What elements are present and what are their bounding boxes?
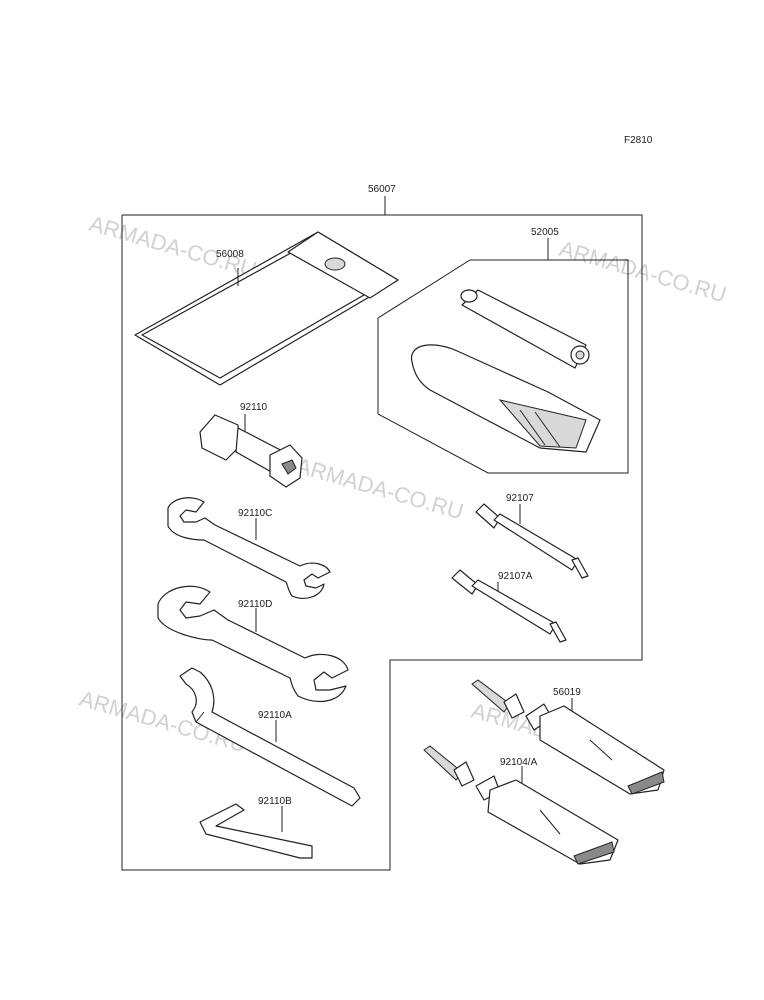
watermarks: ARMADA-CO.RU ARMADA-CO.RU ARMADA-CO.RU A… bbox=[77, 211, 730, 770]
tool-bag bbox=[134, 231, 399, 386]
watermark-3: ARMADA-CO.RU bbox=[294, 453, 467, 525]
open-end-wrench-small bbox=[167, 497, 331, 599]
watermark-1: ARMADA-CO.RU bbox=[87, 211, 260, 283]
watermark-2: ARMADA-CO.RU bbox=[557, 236, 730, 308]
kit-outline bbox=[121, 196, 643, 871]
hex-key bbox=[199, 803, 313, 859]
part-label-92110b: 92110B bbox=[258, 796, 292, 807]
part-label-92110c: 92110C bbox=[238, 508, 272, 519]
open-end-wrench-large bbox=[157, 585, 349, 703]
figure-code: F2810 bbox=[624, 135, 653, 146]
part-label-92104a: 92104/A bbox=[500, 757, 538, 768]
part-label-92110d: 92110D bbox=[238, 599, 272, 610]
tire-repair-kit bbox=[377, 238, 629, 474]
part-label-56008: 56008 bbox=[216, 249, 244, 260]
part-label-92110a: 92110A bbox=[258, 710, 292, 721]
tube-56019 bbox=[471, 679, 665, 795]
part-label-92110: 92110 bbox=[240, 402, 268, 413]
spark-plug-wrench bbox=[199, 414, 303, 488]
screwdriver-bit-1 bbox=[475, 503, 589, 579]
hook-spanner-wrench bbox=[179, 667, 361, 807]
screwdriver-bit-2 bbox=[451, 569, 567, 643]
part-label-92107: 92107 bbox=[506, 493, 534, 504]
part-label-56019: 56019 bbox=[553, 687, 581, 698]
part-label-92107a: 92107A bbox=[498, 571, 533, 582]
part-label-56007: 56007 bbox=[368, 184, 396, 195]
tube-92104a bbox=[423, 745, 619, 865]
part-label-52005: 52005 bbox=[531, 227, 559, 238]
